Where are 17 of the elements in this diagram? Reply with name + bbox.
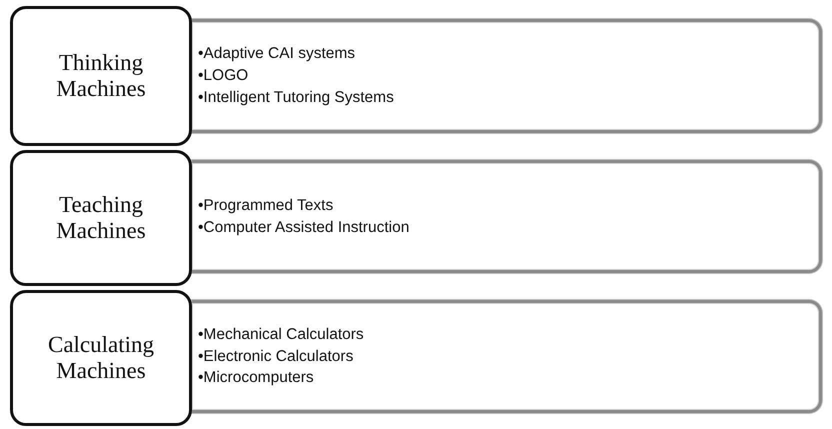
bullet-item: •Mechanical Calculators (198, 324, 365, 345)
bullet-item: •LOGO (198, 66, 250, 86)
category-label: Thinking Machines (55, 50, 147, 102)
bullet-item: •Adaptive CAI systems (198, 44, 356, 64)
bullet-item: •Electronic Calculators (198, 346, 354, 367)
examples-box (192, 300, 822, 413)
bullet-item: •Computer Assisted Instruction (198, 218, 410, 238)
category-label: Calculating Machines (46, 332, 156, 384)
category-box (10, 6, 192, 146)
examples-box (192, 19, 822, 133)
category-label: Teaching Machines (55, 192, 147, 244)
category-box (10, 150, 192, 286)
bullet-item: •Intelligent Tutoring Systems (198, 88, 395, 108)
category-box (10, 290, 192, 426)
bullet-item: •Programmed Texts (198, 196, 334, 216)
examples-box (192, 160, 822, 273)
bullet-item: •Microcomputers (198, 368, 315, 388)
